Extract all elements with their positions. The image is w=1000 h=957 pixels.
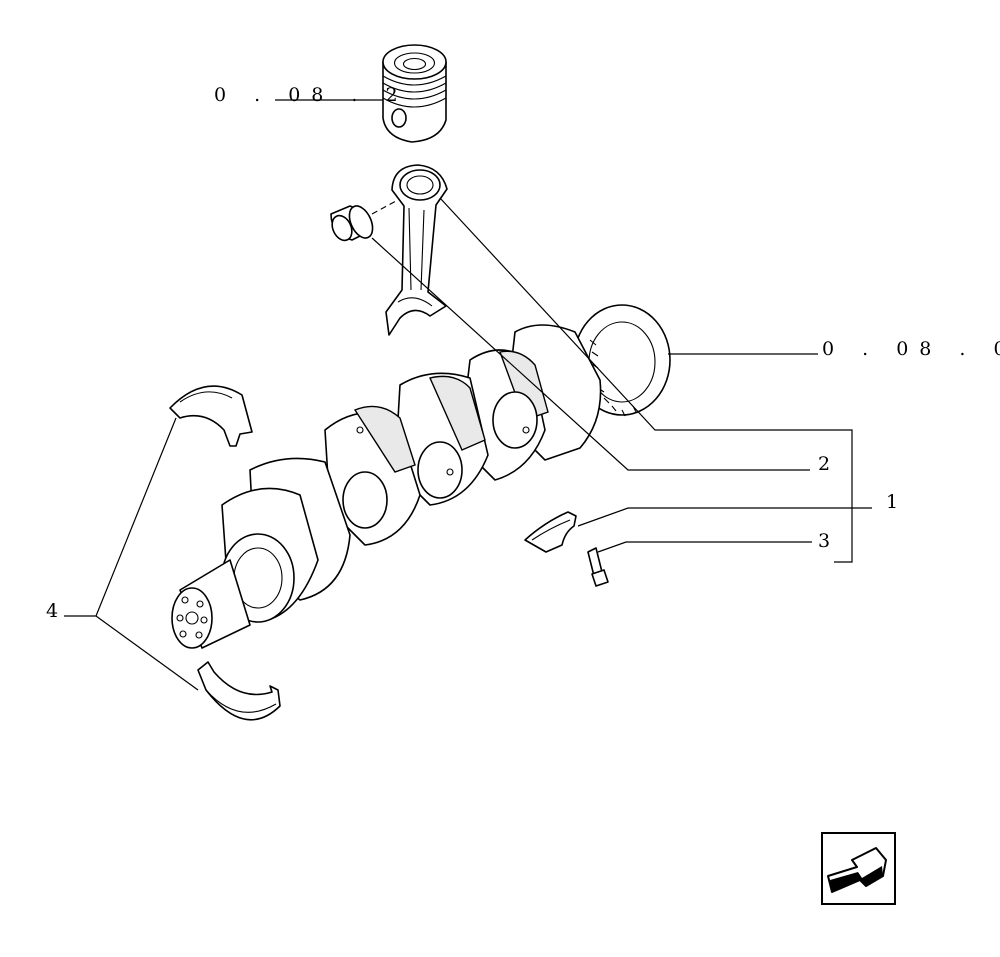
callout-3: 3: [818, 530, 830, 552]
conrod-bearing-cap: [524, 511, 577, 553]
main-bearing-upper: [169, 385, 253, 447]
callout-4: 4: [46, 600, 58, 622]
conrod-bolt: [587, 547, 609, 587]
ref-crank-group: 0 . 08 . 0: [822, 338, 1000, 360]
ref-piston-group: 0 . 08 . 2: [214, 84, 409, 106]
connecting-rod: [385, 164, 448, 336]
piston-pin-bush: [330, 200, 397, 242]
back-arrow-icon: [827, 847, 887, 893]
piston: [382, 44, 447, 143]
callout-2: 2: [818, 453, 830, 475]
back-button[interactable]: [821, 832, 896, 905]
leader-lines: [64, 99, 872, 691]
crankshaft: [171, 304, 671, 649]
callout-1: 1: [886, 491, 898, 513]
main-bearing-lower: [197, 661, 281, 721]
